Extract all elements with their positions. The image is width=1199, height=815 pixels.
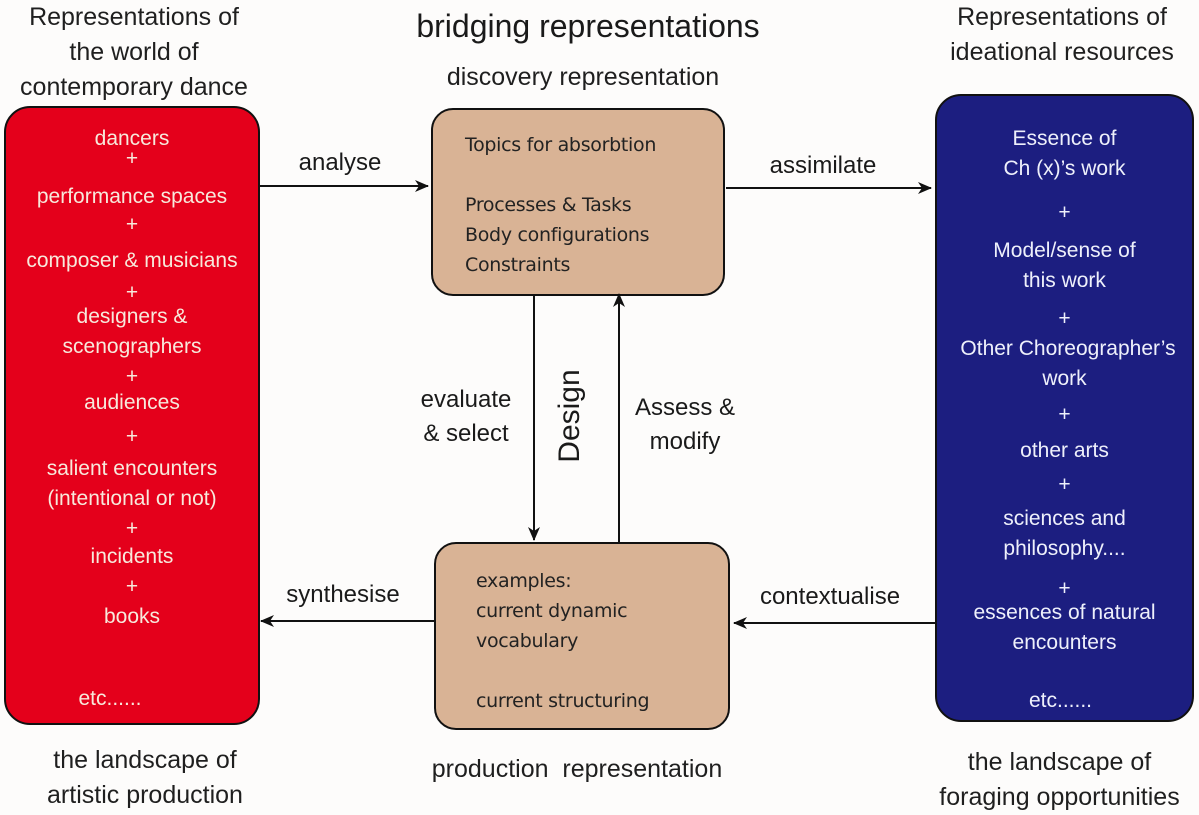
footer-line: the landscape of: [53, 746, 237, 774]
plus-sign: +: [1058, 201, 1071, 224]
panel-item: sciences and: [1003, 507, 1126, 530]
label-line: Assess &: [634, 394, 736, 421]
panel-item: (intentional or not): [47, 487, 217, 510]
heading-line: contemporary dance: [20, 73, 248, 101]
footer-line: foraging opportunities: [939, 783, 1180, 811]
label-line: evaluate: [420, 386, 512, 413]
panel-item: designers &: [76, 305, 188, 328]
plus-sign: +: [125, 281, 139, 304]
left-panel-heading: Representations of the world of contempo…: [0, 0, 268, 105]
discovery-heading: discovery representation: [446, 63, 720, 91]
evaluate-select-label: evaluate & select: [404, 385, 528, 449]
panel-item: dancers: [94, 127, 170, 150]
panel-item: Essence of: [1012, 127, 1117, 150]
heading-line: Representations of: [957, 3, 1167, 31]
production-heading: production representation: [431, 755, 723, 783]
panel-item: composer & musicians: [26, 249, 238, 272]
panel-item: Model/sense of: [993, 239, 1136, 262]
synthesise-label: synthesise: [286, 581, 400, 608]
diagram-title: bridging representations: [416, 8, 760, 44]
panel-item: salient encounters: [46, 457, 218, 480]
panel-item: incidents: [90, 545, 174, 568]
plus-sign: +: [125, 425, 139, 448]
right-panel-heading: Representations of ideational resources: [925, 0, 1199, 70]
heading-line: the world of: [69, 38, 199, 66]
footer-line: artistic production: [47, 781, 243, 809]
box-line: Topics for absorbtion: [465, 134, 657, 156]
plus-sign: +: [125, 575, 139, 598]
box-line: current structuring: [476, 690, 650, 712]
discovery-representation-box: Topics for absorbtion Processes & Tasks …: [431, 108, 725, 296]
panel-etc: etc......: [1028, 689, 1093, 712]
panel-item: philosophy....: [1003, 537, 1126, 560]
panel-item: essences of natural: [973, 601, 1156, 624]
production-representation-box: examples: current dynamic vocabulary cur…: [434, 542, 730, 730]
box-line: vocabulary: [476, 630, 579, 652]
plus-sign: +: [125, 213, 139, 236]
box-line: Processes & Tasks: [465, 194, 632, 216]
panel-item: Ch (x)’s work: [1003, 157, 1126, 180]
analyse-label: analyse: [298, 149, 382, 176]
assimilate-label: assimilate: [769, 152, 877, 179]
plus-sign: +: [1058, 473, 1071, 496]
design-label: Design: [553, 369, 586, 463]
label-line: modify: [649, 428, 721, 455]
assess-modify-label: Assess & modify: [620, 393, 750, 457]
footer-line: the landscape of: [967, 748, 1152, 776]
plus-sign: +: [125, 365, 139, 388]
plus-sign: +: [125, 517, 139, 540]
ideational-resources-panel: Essence of Ch (x)’s work + Model/sense o…: [935, 94, 1194, 722]
panel-item: encounters: [1012, 631, 1117, 654]
panel-item: Other Choreographer’s: [960, 337, 1176, 360]
heading-line: ideational resources: [950, 38, 1174, 66]
heading-line: Representations of: [29, 3, 239, 31]
panel-item: other arts: [1020, 439, 1109, 462]
plus-sign: +: [1058, 307, 1071, 330]
box-line: Body configurations: [465, 224, 650, 246]
plus-sign: +: [1058, 577, 1071, 600]
plus-sign: +: [1058, 403, 1071, 426]
box-line: current dynamic: [476, 600, 628, 622]
panel-item: scenographers: [62, 335, 202, 358]
panel-item: work: [1042, 367, 1087, 390]
panel-item: books: [103, 605, 161, 628]
plus-sign: +: [125, 147, 139, 170]
contemporary-dance-world-panel: dancers + performance spaces + composer …: [4, 106, 260, 725]
contextualise-label: contextualise: [759, 583, 901, 610]
right-panel-footer: the landscape of foraging opportunities: [920, 745, 1199, 815]
panel-item: this work: [1023, 269, 1106, 292]
box-line: Constraints: [465, 254, 571, 276]
label-line: & select: [423, 420, 509, 447]
panel-etc: etc......: [78, 687, 142, 710]
box-line: examples:: [476, 570, 572, 592]
left-panel-footer: the landscape of artistic production: [0, 743, 290, 813]
panel-item: performance spaces: [36, 185, 228, 208]
panel-item: audiences: [84, 391, 180, 414]
